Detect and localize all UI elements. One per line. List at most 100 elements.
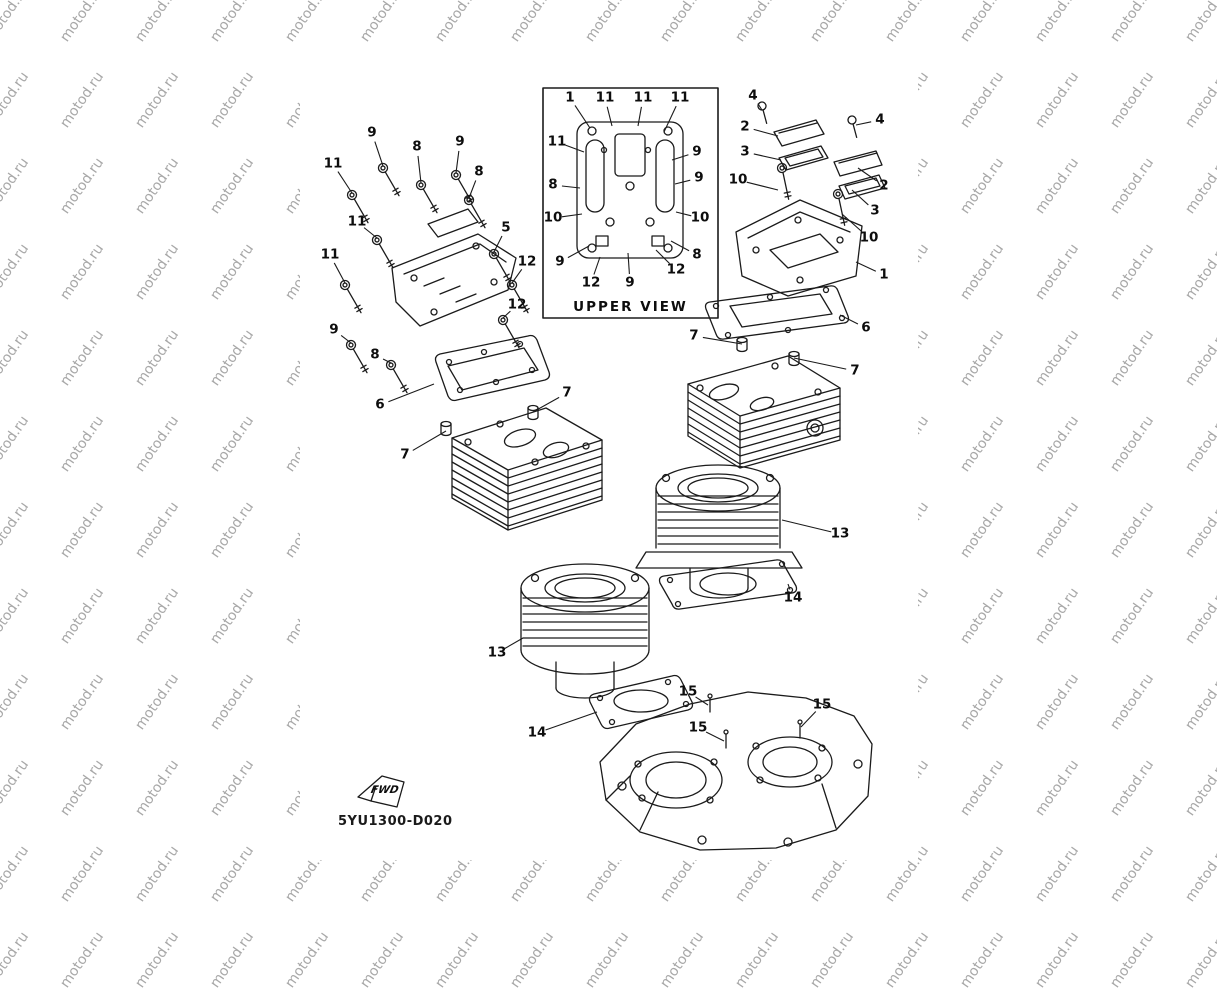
rear-cover-gasket	[704, 285, 850, 340]
callout-7: 7	[400, 446, 410, 463]
callout-7: 7	[562, 384, 572, 401]
watermark-text: motod.ru	[432, 929, 483, 991]
watermark-text: motod.ru	[357, 929, 408, 991]
callout-7: 7	[850, 362, 860, 379]
callout-15: 15	[688, 719, 708, 736]
callout-12: 12	[581, 274, 601, 291]
callout-2: 2	[879, 177, 889, 194]
callout-leader	[455, 150, 460, 174]
callout-10: 10	[543, 209, 563, 226]
callout-9: 9	[455, 133, 465, 150]
front-cylinder-head	[451, 407, 603, 531]
callout-leader	[695, 696, 709, 706]
callout-9: 9	[694, 169, 704, 186]
callout-leader	[702, 336, 743, 345]
callout-leader	[839, 314, 859, 325]
callout-1: 1	[565, 89, 575, 106]
callout-leader	[412, 430, 447, 451]
callout-leader	[855, 261, 877, 272]
rear-cylinder-head	[687, 355, 841, 469]
watermark-text: motod.ru	[582, 929, 633, 991]
callout-leader	[753, 128, 779, 137]
fwd-arrow-icon	[357, 775, 405, 808]
callout-11: 11	[323, 155, 343, 172]
callout-10: 10	[728, 171, 748, 188]
watermark-text: motod.ru	[507, 929, 558, 991]
rear-head-cover	[735, 100, 886, 297]
callout-leader	[561, 185, 581, 189]
callout-leader	[671, 154, 689, 161]
callout-13: 13	[830, 525, 850, 542]
callout-leader	[637, 106, 642, 127]
rear-base-gasket	[658, 559, 798, 610]
callout-leader	[468, 180, 477, 199]
callout-leader	[374, 141, 384, 167]
watermark-text: motod.ru	[1032, 929, 1083, 991]
callout-leader	[857, 167, 877, 182]
callout-leader	[333, 262, 346, 284]
callout-8: 8	[412, 138, 422, 155]
callout-leader	[561, 213, 583, 218]
callout-leader	[655, 249, 671, 265]
callout-leader	[670, 240, 690, 252]
callout-3: 3	[740, 143, 750, 160]
upper-view-label: UPPER VIEW	[573, 299, 688, 315]
callout-12: 12	[666, 261, 686, 278]
callout-8: 8	[474, 163, 484, 180]
callout-4: 4	[748, 87, 758, 104]
callout-leader	[502, 310, 511, 319]
callout-leader	[532, 396, 560, 413]
watermark-text: motod.ru	[807, 929, 858, 991]
front-cylinder	[520, 563, 650, 699]
callout-11: 11	[595, 89, 615, 106]
callout-12: 12	[517, 253, 537, 270]
callout-leader	[800, 711, 817, 728]
front-cover-gasket	[434, 334, 551, 402]
crankcase	[599, 691, 873, 851]
fwd-label: FWD	[369, 784, 400, 796]
callout-leader	[593, 256, 601, 275]
callout-leader	[674, 179, 691, 185]
callout-leader	[841, 213, 863, 233]
callout-leader	[746, 181, 779, 191]
callout-7: 7	[689, 327, 699, 344]
callout-leader	[574, 105, 591, 129]
watermark-text: motod.ru	[957, 929, 1008, 991]
callout-9: 9	[367, 124, 377, 141]
callout-2: 2	[740, 118, 750, 135]
callout-leader	[855, 121, 872, 126]
rear-cylinder	[635, 464, 803, 599]
callout-9: 9	[329, 321, 339, 338]
callout-leader	[753, 153, 782, 161]
callout-9: 9	[692, 143, 702, 160]
callout-leader	[363, 227, 378, 239]
callout-11: 11	[347, 213, 367, 230]
callout-12: 12	[507, 296, 527, 313]
callout-leader	[757, 103, 763, 111]
callout-11: 11	[547, 133, 567, 150]
callout-leader	[627, 252, 630, 275]
callout-4: 4	[875, 111, 885, 128]
watermark-text: motod.ru	[657, 929, 708, 991]
exploded-diagram-artwork	[338, 87, 886, 851]
callout-14: 14	[527, 724, 547, 741]
callout-leader	[493, 235, 503, 253]
callout-leader	[337, 171, 353, 194]
watermark-text: motod.ru	[0, 929, 33, 991]
callout-11: 11	[320, 246, 340, 263]
callout-leader	[606, 106, 613, 127]
callout-leader	[705, 731, 725, 742]
callout-leader	[851, 189, 869, 206]
callout-leader	[787, 583, 791, 590]
watermark-text: motod.ru	[1182, 929, 1217, 991]
callout-10: 10	[859, 229, 879, 246]
callout-leader-lines	[333, 103, 877, 742]
callout-8: 8	[692, 246, 702, 263]
callout-15: 15	[678, 683, 698, 700]
callout-11: 11	[670, 89, 690, 106]
callout-leader	[567, 245, 590, 259]
callout-8: 8	[548, 176, 558, 193]
watermark-text: motod.ru	[207, 929, 258, 991]
callout-13: 13	[487, 644, 507, 661]
